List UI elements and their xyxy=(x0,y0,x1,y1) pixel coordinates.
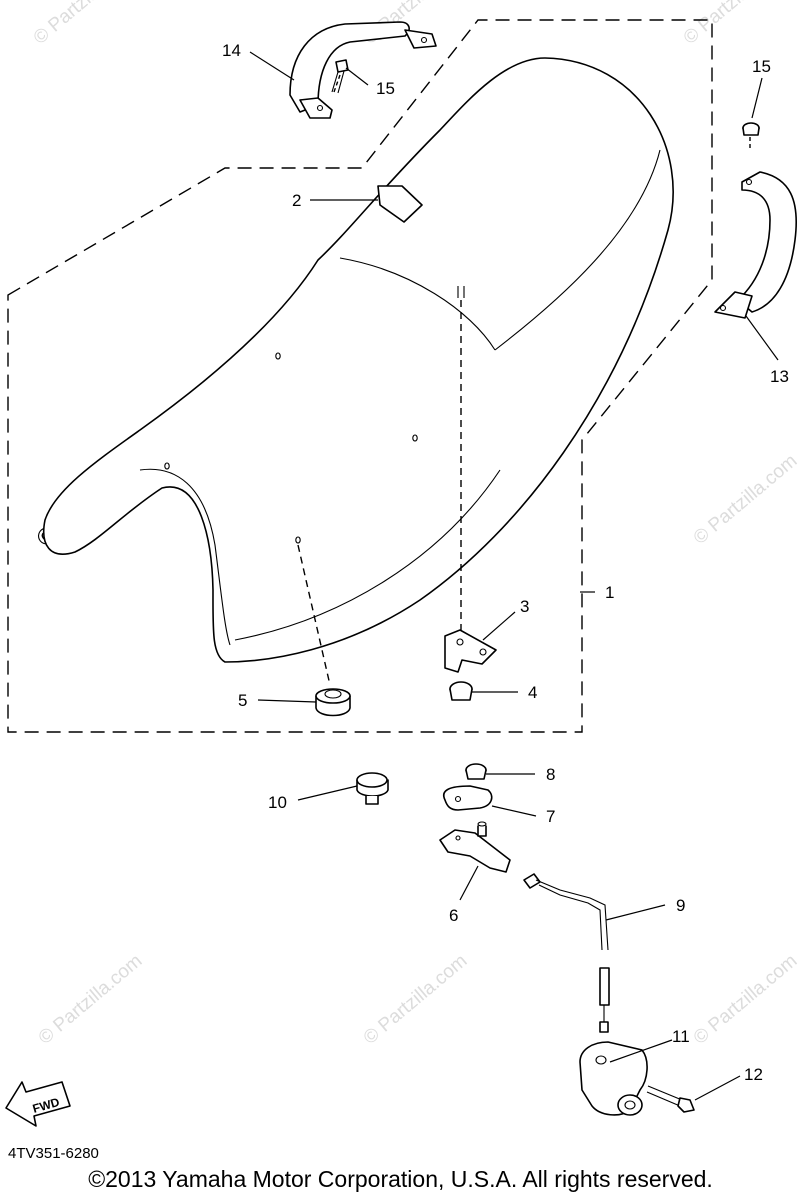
callout-15a: 15 xyxy=(376,79,395,98)
watermark: © Partzilla.com xyxy=(35,950,147,1048)
leader-3 xyxy=(482,611,516,641)
part-2-flap xyxy=(377,185,423,223)
callouts: 1 2 3 4 5 6 7 8 9 10 11 12 13 14 15 15 xyxy=(222,41,789,1084)
callout-14: 14 xyxy=(222,41,241,60)
diagram-code: 4TV351-6280 xyxy=(8,1145,99,1162)
watermark: © Partzilla.com xyxy=(360,950,472,1048)
seat-waist-seam xyxy=(339,257,496,351)
callout-10: 10 xyxy=(268,793,287,812)
seat-hole xyxy=(295,536,301,544)
assembly-boundary xyxy=(7,19,713,733)
leader-11 xyxy=(609,1039,673,1063)
leader-5 xyxy=(257,699,317,703)
part-8-nut xyxy=(465,763,487,780)
part-12-bolt xyxy=(646,1085,695,1113)
seat-hole xyxy=(275,352,281,360)
seat-side-line xyxy=(234,469,501,641)
leader-13 xyxy=(745,315,779,361)
part-7-plate xyxy=(443,785,493,811)
leader-15a xyxy=(345,67,369,86)
callout-6: 6 xyxy=(449,906,458,925)
callout-8: 8 xyxy=(546,765,555,784)
leader-15b xyxy=(751,77,763,119)
seat xyxy=(43,57,674,663)
callout-11: 11 xyxy=(672,1027,690,1046)
callout-7: 7 xyxy=(546,807,555,826)
part-11-lock xyxy=(579,1041,648,1116)
leader-10 xyxy=(297,785,358,801)
callout-12: 12 xyxy=(744,1065,763,1084)
seat-hole xyxy=(164,462,170,470)
seat-front-edge xyxy=(139,468,231,646)
callout-13: 13 xyxy=(770,367,789,386)
leader-12 xyxy=(694,1075,741,1101)
callout-3: 3 xyxy=(520,597,529,616)
part-15-bolt-right xyxy=(742,122,760,136)
seat-hole xyxy=(412,434,418,442)
part-4-nut xyxy=(449,681,473,701)
leader-6 xyxy=(459,865,479,901)
leader-14 xyxy=(249,51,295,81)
watermark: © Partzilla.com xyxy=(680,0,792,49)
part-3-bracket xyxy=(444,629,497,673)
callout-9: 9 xyxy=(676,896,685,915)
fwd-arrow-icon: FWD xyxy=(5,1081,71,1127)
watermark: © Partzilla.com xyxy=(690,450,801,548)
leader-lines xyxy=(249,51,779,1101)
part-10-damper xyxy=(356,772,389,805)
callout-2: 2 xyxy=(292,191,301,210)
seat-outline xyxy=(43,57,674,663)
watermark: © Partzilla.com xyxy=(30,0,142,49)
part-5-damper xyxy=(315,688,351,717)
part-9-cable xyxy=(523,873,610,1033)
watermark: © Partzilla.com xyxy=(690,950,801,1048)
seat-rear-seam xyxy=(494,149,661,351)
callout-4: 4 xyxy=(528,683,537,702)
callout-15b: 15 xyxy=(752,57,771,76)
part-13-grab-bar xyxy=(714,171,797,319)
part-6-latch xyxy=(439,821,511,873)
projection-line xyxy=(333,74,341,93)
leader-9 xyxy=(605,904,666,921)
part-14-grab-handle xyxy=(289,21,437,119)
leader-7 xyxy=(491,805,537,817)
callout-5: 5 xyxy=(238,691,247,710)
copyright-notice: ©2013 Yamaha Motor Corporation, U.S.A. A… xyxy=(88,1166,713,1192)
seat-hole xyxy=(457,286,465,298)
callout-1: 1 xyxy=(605,583,614,602)
